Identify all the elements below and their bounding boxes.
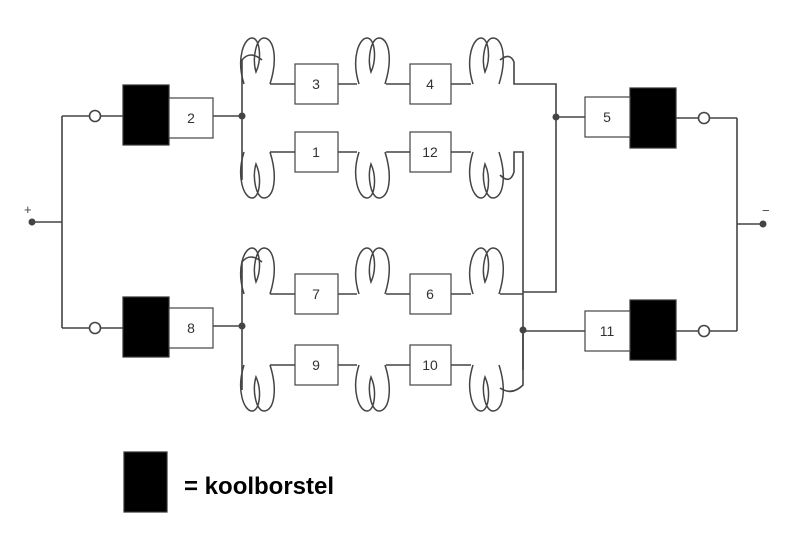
carbon-brush	[629, 299, 677, 361]
armature-coil	[355, 364, 391, 412]
segment-12: 12	[409, 131, 452, 173]
segment-6: 6	[409, 273, 452, 315]
junction-node	[552, 113, 560, 121]
terminal-bottom-left	[88, 321, 102, 335]
armature-coil	[240, 151, 276, 199]
terminal-top-left	[88, 109, 102, 123]
armature-coil	[469, 151, 505, 199]
segment-label: 11	[600, 323, 615, 339]
left-supply-wiring	[32, 115, 242, 329]
armature-coils	[240, 37, 505, 412]
segment-label: 2	[187, 110, 195, 126]
segment-5: 5	[584, 96, 631, 138]
minus-terminal-node	[759, 220, 767, 228]
legend-brush-swatch	[123, 451, 168, 513]
segment-label: 10	[422, 357, 438, 373]
terminal-top-right	[697, 111, 711, 125]
armature-coil	[240, 37, 276, 85]
legend-text: = koolborstel	[184, 473, 334, 500]
segment-label: 12	[422, 144, 438, 160]
plus-sign: +	[24, 202, 32, 217]
segment-label: 5	[603, 109, 611, 125]
segment-8: 8	[168, 307, 214, 349]
segment-3: 3	[294, 63, 339, 105]
segment-10: 10	[409, 344, 452, 386]
armature-coil	[469, 37, 505, 85]
armature-coil	[469, 247, 505, 295]
armature-coil	[355, 247, 391, 295]
segment-label: 3	[312, 76, 320, 92]
segment-label: 9	[312, 357, 320, 373]
segment-label: 4	[426, 76, 434, 92]
terminal-bottom-right	[697, 324, 711, 338]
minus-sign: −	[762, 203, 770, 218]
carbon-brush	[122, 296, 170, 358]
carbon-brush	[629, 87, 677, 149]
segment-label: 6	[426, 286, 434, 302]
carbon-brush	[122, 84, 170, 146]
armature-coil	[355, 37, 391, 85]
segment-7: 7	[294, 273, 339, 315]
junction-node	[238, 112, 246, 120]
armature-coil	[240, 247, 276, 295]
segment-11: 11	[584, 310, 631, 352]
segment-label: 8	[187, 320, 195, 336]
armature-coil	[240, 364, 276, 412]
segment-label: 7	[312, 286, 320, 302]
segment-label: 1	[312, 144, 320, 160]
junction-node	[519, 326, 527, 334]
armature-coil	[355, 151, 391, 199]
segment-4: 4	[409, 63, 452, 105]
plus-terminal-node	[28, 218, 36, 226]
segment-1: 1	[294, 131, 339, 173]
segment-9: 9	[294, 344, 339, 386]
armature-coil	[469, 364, 505, 412]
right-supply-wiring	[676, 117, 763, 332]
junction-node	[238, 322, 246, 330]
segment-2: 2	[168, 97, 214, 139]
